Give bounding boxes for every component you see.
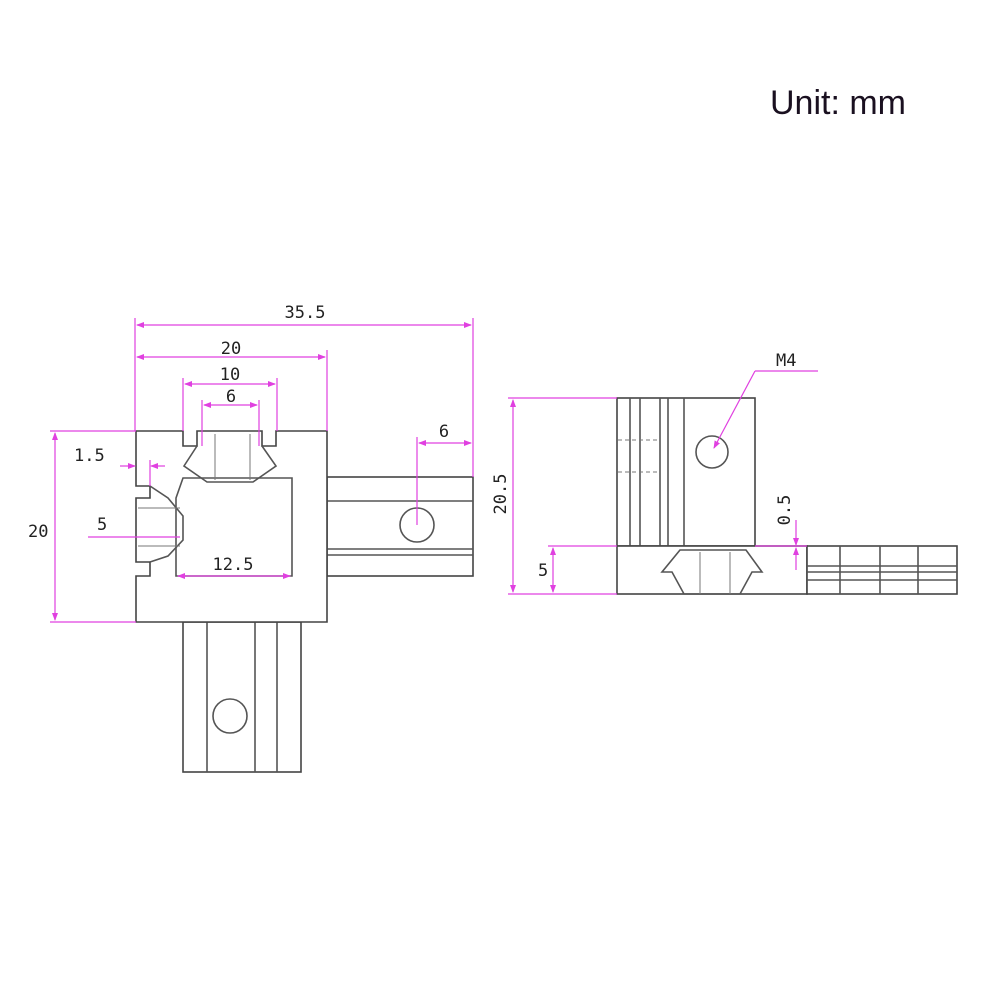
dim-thread: M4	[713, 351, 818, 449]
dim-overall-width-label: 35.5	[285, 303, 326, 323]
dim-slot-inner-label: 6	[226, 387, 236, 407]
profile-body	[135, 430, 328, 623]
dim-side-slot-label: 5	[97, 515, 107, 535]
bottom-arm-hole	[212, 698, 248, 734]
m4-hole	[695, 435, 729, 469]
dim-side-height: 20.5	[491, 397, 617, 595]
dim-arm-width-label: 6	[439, 422, 449, 442]
dim-slot-outer: 10	[182, 365, 278, 431]
dim-body-height-label: 20	[28, 522, 48, 542]
dim-lip-thickness: 1.5	[74, 446, 165, 486]
front-view: 35.5 20 10 6 6 1.5	[28, 303, 474, 773]
dim-arm-width: 6	[416, 422, 472, 525]
dim-overall-width: 35.5	[134, 303, 474, 477]
upright-block	[616, 397, 756, 547]
bottom-arm	[182, 621, 302, 773]
dim-side-height-label: 20.5	[491, 474, 511, 515]
base-block	[616, 545, 808, 595]
dim-side-slot: 5	[88, 515, 180, 538]
dim-thread-label: M4	[776, 351, 796, 371]
dim-gap: 0.5	[755, 495, 807, 570]
dim-body-height: 20	[28, 430, 136, 623]
dim-base-height: 5	[538, 545, 617, 593]
dim-body-width: 20	[136, 339, 328, 431]
dim-inner-width: 12.5	[177, 555, 291, 579]
dim-inner-width-label: 12.5	[213, 555, 254, 575]
dim-base-height-label: 5	[538, 561, 548, 581]
side-view: M4 20.5 5 0.5	[491, 351, 958, 595]
right-arm	[326, 476, 474, 577]
dim-lip-thickness-label: 1.5	[74, 446, 105, 466]
unit-label: Unit: mm	[770, 84, 906, 122]
dim-slot-outer-label: 10	[220, 365, 240, 385]
dim-gap-label: 0.5	[775, 495, 795, 526]
side-arm	[806, 545, 958, 595]
dim-body-width-label: 20	[221, 339, 241, 359]
dim-slot-inner: 6	[201, 387, 260, 446]
